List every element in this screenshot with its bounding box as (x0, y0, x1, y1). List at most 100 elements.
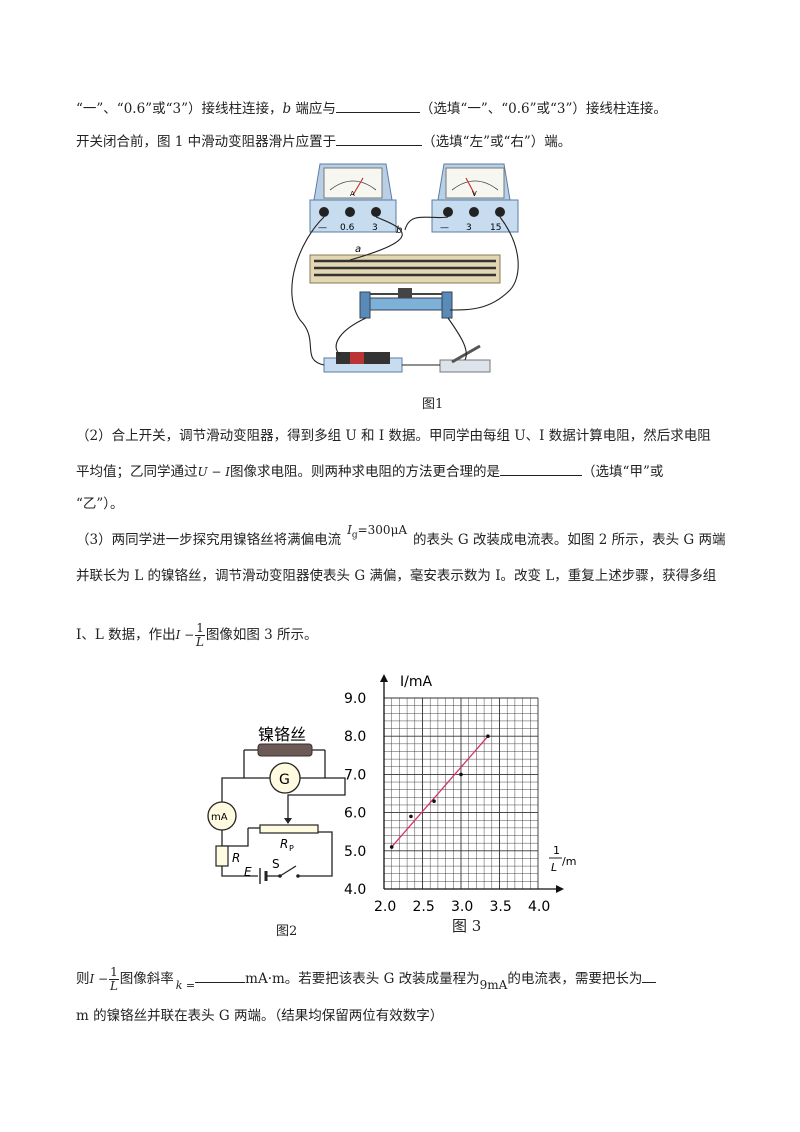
terminal-knob (319, 207, 329, 217)
nichrome-wire (257, 743, 313, 757)
terminal-knob (495, 207, 505, 217)
ma-label: mA (211, 812, 228, 823)
x-label-numerator: 1 (553, 844, 560, 857)
text-segment: （选填“甲”或 (582, 464, 664, 480)
terminal-knob (371, 207, 381, 217)
y-axis-arrow-icon (380, 674, 388, 682)
terminal-knob (469, 207, 479, 217)
paragraph-line-2: 开关闭合前，图 1 中滑动变阻器滑片应置于 （选填“左”或“右”）端。 (76, 131, 571, 152)
label-a: a (355, 244, 361, 255)
terminal-label: — (318, 223, 327, 233)
range-value: 9mA (479, 978, 508, 992)
sliding-rheostat (359, 288, 453, 319)
equals: = (185, 979, 196, 992)
ammeter: A — 0.6 3 (309, 163, 397, 233)
x-axis-arrow-icon (556, 885, 564, 893)
data-point (389, 845, 394, 849)
text-segment: 。若要把该表头 G 改装成量程为 (284, 971, 480, 987)
answer-blank-2[interactable] (336, 131, 423, 146)
terminal-label: — (440, 223, 449, 233)
ig-expression: Ig=300μA (347, 520, 407, 545)
text-segment: 图像斜率 (119, 971, 174, 987)
text-segment: 平均值；乙同学通过 (76, 464, 198, 480)
connecting-wires (291, 216, 519, 366)
y-tick-label: 4.0 (344, 882, 366, 898)
slope-k: k = (176, 976, 195, 996)
r-label: R (232, 851, 240, 865)
data-point (409, 814, 413, 819)
x-label-denominator: L (551, 861, 557, 874)
text-var: b (282, 101, 292, 117)
y-tick-label: 9.0 (344, 691, 366, 707)
terminal-knob (443, 207, 453, 217)
text-segment: “一”、“0.6”或“3”）接线柱连接， (76, 101, 283, 117)
rheostat-rp (259, 824, 319, 834)
i-minus: I − (175, 628, 195, 642)
i-minus: I − (89, 972, 109, 986)
label-b: b (396, 225, 402, 236)
figure-1-caption: 图1 (422, 397, 444, 412)
data-point (486, 734, 490, 738)
figure-2-schematic: 镍铬丝 G mA R P R E S (207, 725, 346, 884)
answer-blank-5[interactable] (642, 968, 657, 983)
answer-blank-3[interactable] (500, 461, 583, 476)
rp-subscript: P (289, 844, 294, 853)
switch-contact (296, 874, 300, 878)
figure-1-circuit: A — 0.6 3 V — 3 15 a b (291, 163, 519, 373)
y-tick-label: 8.0 (344, 729, 366, 745)
ig-symbol: I (347, 523, 352, 537)
text-segment: （选填“左”或“右”）端。 (422, 134, 572, 150)
nichrome-wire-label: 镍铬丝 (258, 725, 306, 744)
terminal-label: 0.6 (340, 223, 355, 233)
terminal-label: 15 (490, 223, 501, 233)
text-segment: 端应与 (291, 101, 336, 117)
switch-blade (279, 865, 297, 877)
unit-ma-m: mA·m (245, 971, 285, 987)
text-segment: 图像如图 3 所示。 (205, 627, 318, 643)
slider-arrow-icon (284, 818, 292, 824)
y-tick-label: 7.0 (344, 767, 366, 783)
u-i-expression: U − I (197, 465, 231, 479)
x-axis-label: 1 L /m -1 (549, 844, 576, 874)
ig-value: =300μA (357, 523, 408, 537)
text-segment: （3）两同学进一步探究用镍铬丝将满偏电流 (76, 532, 342, 548)
galvanometer-g (269, 762, 301, 794)
resistance-wire-board (309, 254, 501, 284)
fraction-numerator: 1 (109, 965, 119, 980)
x-tick-label: 4.0 (528, 899, 550, 915)
q2-line-1: （2）合上开关，调节滑动变阻器，得到多组 U 和 I 数据。甲同学由每组 U、I… (76, 428, 711, 444)
voltmeter: V — 3 15 (431, 163, 519, 233)
x-label-unit: /m (562, 855, 576, 868)
ig-subscript: g (351, 530, 358, 541)
terminal-label: 3 (372, 223, 378, 233)
e-label: E (244, 865, 252, 879)
milliammeter (207, 801, 237, 831)
answer-blank-1[interactable] (335, 98, 420, 113)
terminal-knob (345, 207, 355, 217)
text-segment: 开关闭合前，图 1 中滑动变阻器滑片应置于 (76, 134, 337, 150)
q2-line-2: 平均值；乙同学通过U − I图像求电阻。则两种求电阻的方法更合理的是（选填“甲”… (76, 461, 663, 482)
fraction-numerator: 1 (195, 621, 205, 636)
g-label: G (279, 772, 290, 788)
text-segment: I、L 数据，作出 (76, 627, 176, 643)
terminal-label: 3 (466, 223, 472, 233)
q3-line-2: 并联长为 L 的镍铬丝，调节滑动变阻器使表头 G 满偏，毫安表示数为 I。改变 … (76, 568, 717, 584)
k-symbol: k (175, 979, 183, 992)
chart-axes (380, 674, 564, 893)
x-tick-label: 2.5 (413, 899, 435, 915)
fit-line (391, 735, 489, 848)
y-tick-label: 6.0 (344, 806, 366, 822)
y-tick-label: 5.0 (344, 844, 366, 860)
answer-blank-4[interactable] (195, 968, 246, 983)
data-point (459, 772, 463, 777)
text-segment: （选填“一”、“0.6”或“3”）接线柱连接。 (419, 101, 667, 117)
chart-marks (389, 734, 490, 849)
q4-line-2: m 的镍铬丝并联在表头 G 两端。（结果均保留两位有效数字） (76, 1008, 444, 1024)
rp-label: R (280, 837, 288, 851)
fraction-denominator: L (196, 635, 204, 649)
